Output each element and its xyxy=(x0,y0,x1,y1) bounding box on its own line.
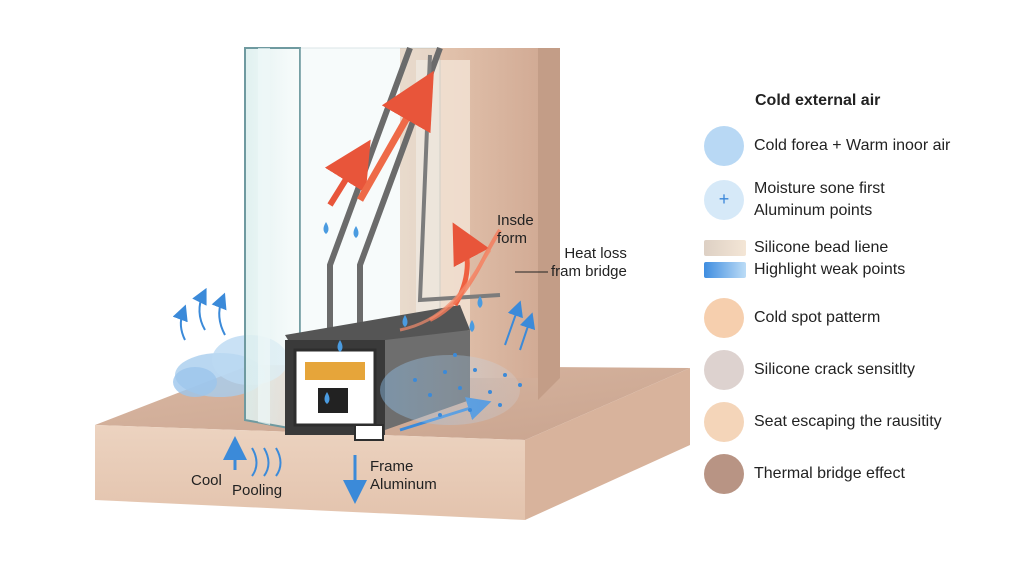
frame-aluminum-label: Frame Aluminum xyxy=(370,458,437,494)
legend-item-text: Silicone bead liene xyxy=(754,239,889,256)
legend-item-text: Thermal bridge effect xyxy=(754,465,905,483)
legend-item-text-group: Moisture sone first Aluminum points xyxy=(754,178,885,221)
legend-item-text: Cold forea + Warm inoor air xyxy=(754,137,951,155)
frame-line-2: Aluminum xyxy=(370,476,437,493)
plus-icon: + xyxy=(704,179,744,220)
heat-loss-line-2: fram bridge xyxy=(551,263,627,280)
legend-swatch-circle xyxy=(704,402,744,442)
legend-swatch-circle xyxy=(704,350,744,390)
legend-item-text: Highlight weak points xyxy=(754,261,906,278)
pooling-label: Pooling xyxy=(232,482,283,499)
inside-form-label: Insde form xyxy=(497,212,534,248)
legend-item-text: Silicone crack sensitlty xyxy=(754,361,915,379)
legend-item: Silicone crack sensitlty xyxy=(704,350,915,390)
condensation-droplets xyxy=(323,222,483,404)
legend-swatch-bar xyxy=(704,261,746,278)
legend-item: Highlight weak points xyxy=(704,259,905,281)
frame-line-1: Frame xyxy=(370,458,414,475)
legend-item-text-2: Aluminum points xyxy=(754,201,873,219)
legend-swatch-circle xyxy=(704,298,744,338)
inside-form-line-1: Insde xyxy=(497,212,534,229)
legend-item-text: Cold spot patterm xyxy=(754,309,881,327)
heat-loss-label: Heat loss fram bridge xyxy=(545,245,627,281)
legend-swatch-circle xyxy=(704,454,744,494)
legend-title: Cold external air xyxy=(755,92,881,109)
legend-swatch-circle xyxy=(704,126,744,166)
legend-item-text: Seat escaping the rausitity xyxy=(754,413,942,431)
heat-loss-arrows xyxy=(324,70,502,332)
legend-item: Cold forea + Warm inoor air xyxy=(704,126,950,166)
legend-item: + Moisture sone first Aluminum points xyxy=(704,178,885,221)
moisture-spray xyxy=(380,353,522,425)
inside-form-line-2: form xyxy=(497,230,527,247)
legend-item: Silicone bead liene xyxy=(704,237,888,259)
legend-swatch-bar xyxy=(704,239,746,256)
legend-item: Seat escaping the rausitity xyxy=(704,402,942,442)
heat-loss-line-1: Heat loss xyxy=(564,245,627,262)
legend-item: Thermal bridge effect xyxy=(704,454,905,494)
legend-item: Cold spot patterm xyxy=(704,298,880,338)
legend-item-text: Moisture sone first xyxy=(754,180,885,197)
cool-label: Cool xyxy=(191,472,222,489)
